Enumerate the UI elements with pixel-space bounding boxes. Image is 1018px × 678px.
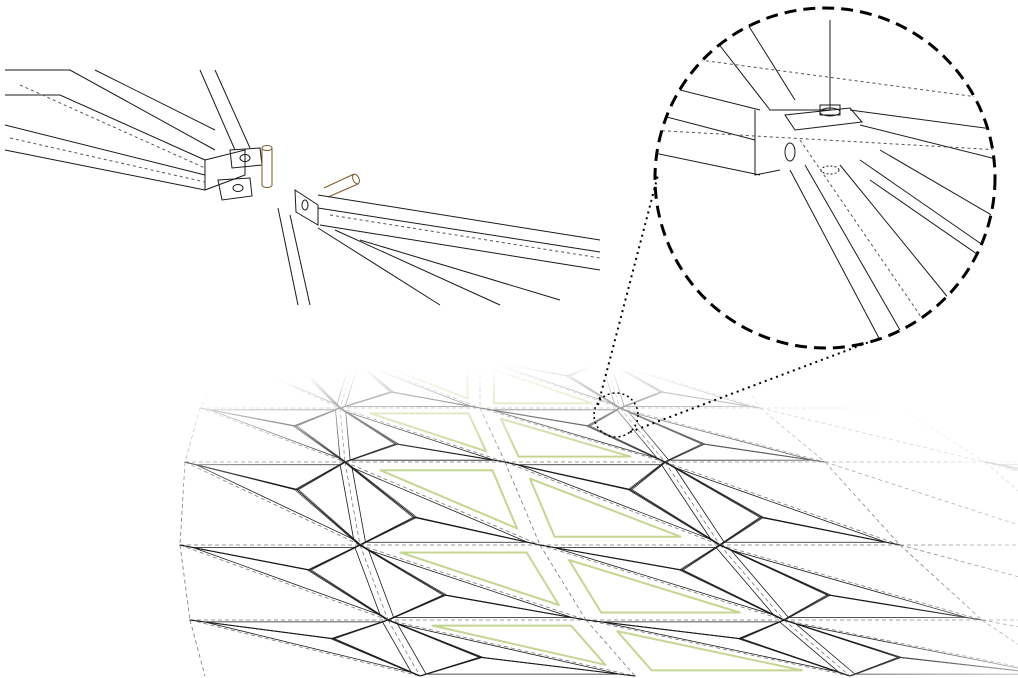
beam-edge <box>317 194 601 241</box>
callout-leader-line <box>629 337 881 433</box>
beam-edge <box>4 149 206 191</box>
beam-edge <box>359 239 561 301</box>
detail-marker-circle <box>593 392 639 438</box>
callout-leader-line <box>597 174 659 406</box>
pin-vertical <box>261 145 273 188</box>
beam-edge <box>317 207 601 253</box>
hidden-line <box>19 84 206 169</box>
beam-edge <box>277 207 299 306</box>
hidden-line <box>329 214 601 259</box>
beam-edge <box>214 69 251 149</box>
hidden-line <box>9 137 206 183</box>
connector-hole <box>239 154 251 162</box>
detail-joint-drawing <box>655 19 995 341</box>
connector-bracket <box>294 189 319 226</box>
beam-edge <box>317 227 441 306</box>
beam-edge <box>199 69 236 151</box>
beam-edge <box>289 214 311 306</box>
connector-plate <box>217 177 253 201</box>
beam-edge <box>334 229 501 306</box>
beam-edge <box>4 124 206 176</box>
detail-circle <box>653 6 997 350</box>
beam-edge <box>319 224 601 271</box>
left-beam-assembly <box>4 69 263 201</box>
edge-fade <box>0 330 1018 678</box>
beam-edge <box>94 69 216 131</box>
connector-hole <box>301 199 309 211</box>
detail-callout <box>593 6 997 438</box>
connector-plate <box>229 147 263 169</box>
pin-horizontal <box>323 173 360 198</box>
connector-hole <box>232 184 244 192</box>
beam-end-face <box>204 149 246 191</box>
triangular-panel-grid <box>0 330 1018 678</box>
exploded-joint-drawing <box>4 69 601 306</box>
beam-edge <box>5 94 206 161</box>
right-beam-assembly <box>277 189 601 306</box>
beam-edge <box>5 69 216 151</box>
